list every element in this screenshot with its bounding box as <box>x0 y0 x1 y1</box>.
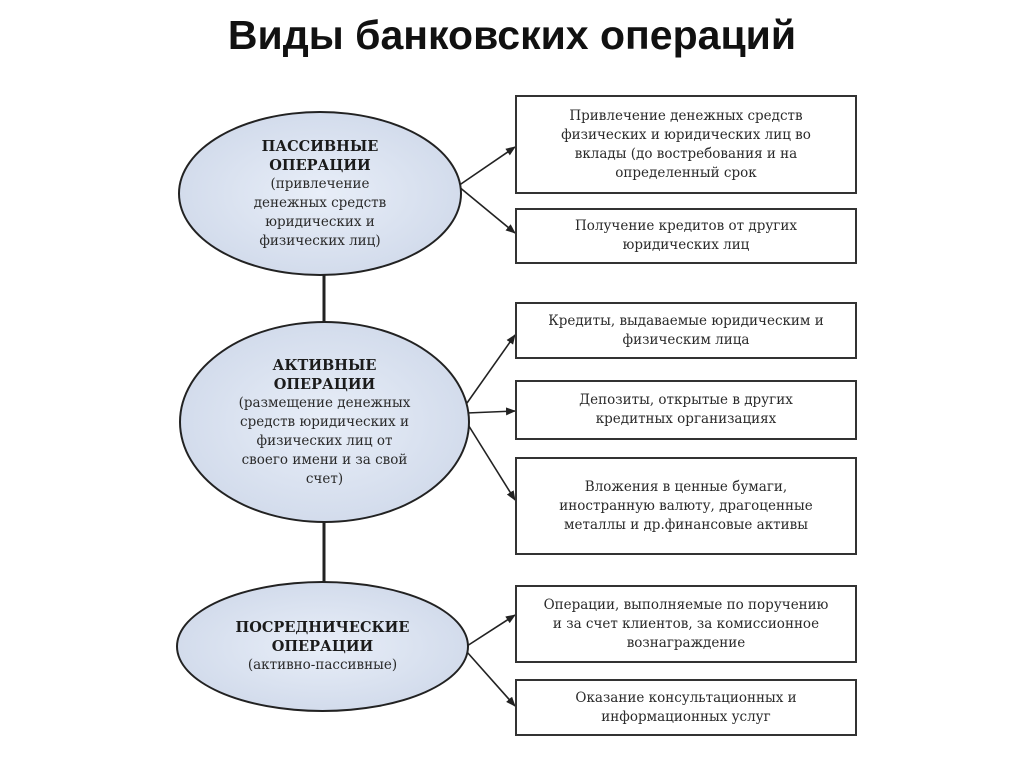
arrow-active-3 <box>466 422 516 501</box>
page-title: Виды банковских операций <box>227 12 797 58</box>
ellipse-passive-operations: ПАССИВНЫЕ ОПЕРАЦИИ (привлечение денежных… <box>178 111 462 276</box>
arrow-passive-2 <box>457 185 516 234</box>
ellipse-intermediary-operations: ПОСРЕДНИЧЕСКИЕ ОПЕРАЦИИ (активно-пассивн… <box>176 581 469 712</box>
arrow-mediator-2 <box>466 651 516 707</box>
arrow-mediator-1 <box>466 614 516 647</box>
box-issued-credits: Кредиты, выдаваемые юридическим и физиче… <box>515 302 857 359</box>
ellipse-passive-title: ПАССИВНЫЕ ОПЕРАЦИИ <box>261 137 379 174</box>
ellipse-intermediary-title: ПОСРЕДНИЧЕСКИЕ ОПЕРАЦИИ <box>235 619 410 655</box>
ellipse-passive-subtitle: (привлечение денежных средств юридически… <box>253 175 387 249</box>
box-deposit-attraction: Привлечение денежных средств физических … <box>515 95 857 194</box>
box-deposits-other-orgs: Депозиты, открытые в других кредитных ор… <box>515 380 857 440</box>
arrow-active-1 <box>466 334 516 404</box>
box-loans-from-entities: Получение кредитов от других юридических… <box>515 208 857 264</box>
ellipse-active-subtitle: (размещение денежных средств юридических… <box>238 394 411 487</box>
ellipse-intermediary-subtitle: (активно-пассивные) <box>247 657 398 673</box>
box-consulting-services: Оказание консультационных и информационн… <box>515 679 857 736</box>
box-client-commission-operations: Операции, выполняемые по поручению и за … <box>515 585 857 663</box>
arrow-active-2 <box>466 407 516 416</box>
box-securities-investments: Вложения в ценные бумаги, иностранную ва… <box>515 457 857 555</box>
ellipse-active-title: АКТИВНЫЕ ОПЕРАЦИИ <box>272 356 377 393</box>
arrow-passive-1 <box>457 146 516 187</box>
ellipse-active-operations: АКТИВНЫЕ ОПЕРАЦИИ (размещение денежных с… <box>179 321 470 523</box>
